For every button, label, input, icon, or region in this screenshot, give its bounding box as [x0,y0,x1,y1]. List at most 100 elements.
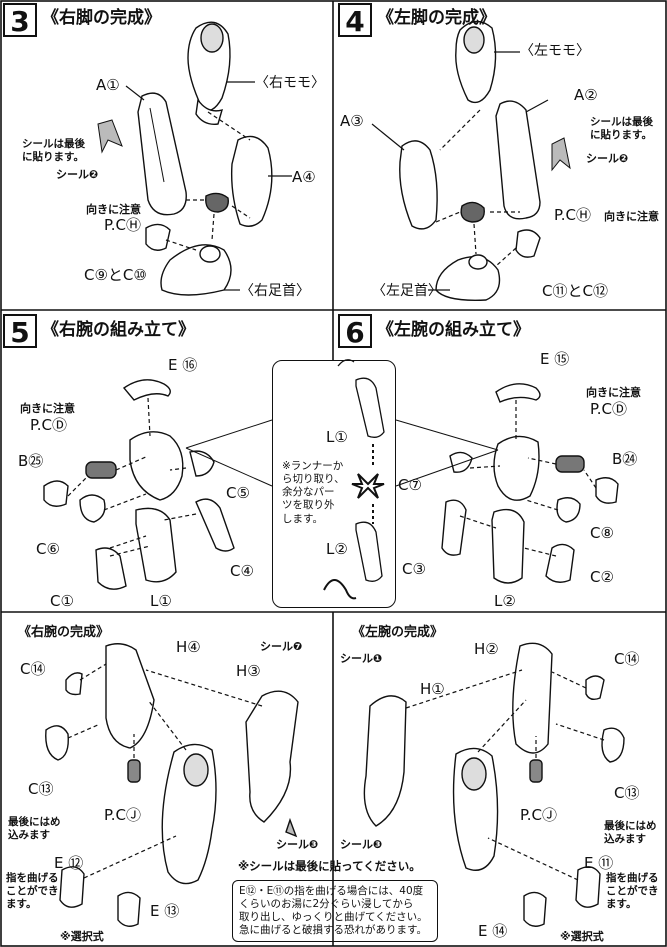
label-left-ankle: 〈左足首〉 [372,283,442,299]
note-bend-fingers-left: 指を曲げる ことができ ます。 [606,872,659,911]
a3-part [399,140,438,230]
right-arm-complete-title: 《右腕の完成》 [18,625,110,640]
label-sticker-3: シール❸ [276,838,319,851]
label-a4: A④ [292,168,316,186]
label-sticker-2: シール❷ [56,168,99,181]
label-pc-d-left: P.CⒹ [590,400,627,418]
right-arm-complete-parts [45,643,299,927]
label-pc-h: P.CⒽ [104,216,141,234]
label-c13: C⑬ [28,780,54,798]
label-b25: B㉕ [18,452,44,470]
a1-part [137,92,187,216]
pc-h-part [205,192,229,213]
label-sticker-3-left: シール❸ [340,838,383,851]
note-optional: ※選択式 [60,930,104,943]
label-e16: E ⑯ [168,356,198,374]
left-leg-parts [399,20,541,301]
runner-label-l2: L② [326,540,348,558]
b25-part [43,480,69,507]
runner-cut-note: ※ランナーか ら切り取り、 余分なパー ツを取り外 します。 [282,460,345,525]
arm-upper-shell [129,431,184,501]
b24-part [595,477,619,504]
label-c13-left: C⑬ [614,784,640,802]
e16-part [122,379,171,401]
label-pc-j: P.CⒿ [104,806,141,824]
left-arm-upper-shell [493,435,540,501]
step-4-number: 4 [338,3,372,38]
label-h4: H④ [176,638,201,656]
note-direction-right-arm: 向きに注意 [20,402,75,415]
left-arm-parts [441,383,619,584]
c6-part [79,494,106,523]
label-h2: H② [474,640,499,658]
label-l1: L① [150,592,172,610]
label-c14: C⑭ [20,660,46,678]
runner-instruction-box [272,360,396,608]
note-optional-left: ※選択式 [560,930,604,943]
caution-box: E⑫・E⑪の指を曲げる場合には、40度 くらいのお湯に2分ぐらい浸してから 取り… [232,880,438,942]
left-foot-part [435,256,501,301]
c11-part [515,229,541,258]
step-6-title: 《左腕の組み立て》 [377,320,530,340]
step-6-number: 6 [338,314,372,349]
h4-part [105,643,155,749]
runner-l1-part [355,377,385,438]
a4-part [230,135,273,227]
c13-part [45,725,69,761]
step-3-title: 《右脚の完成》 [42,8,161,28]
e14-hand-part [523,891,547,927]
pc-h-left-part [460,201,485,223]
step-5-number: 5 [3,314,37,349]
label-h3: H③ [236,662,261,680]
c13-left-part [601,727,625,763]
label-a1: A① [96,76,120,94]
label-c4: C④ [230,562,254,580]
caution-headline: ※シールは最後に貼ってください。 [238,859,421,873]
label-pc-j-left: P.CⒿ [520,806,557,824]
label-sticker-1: シール❶ [340,652,383,665]
sticker-graphic-left-leg [551,137,571,172]
h3-part [245,690,299,823]
label-e12: E ⑫ [54,854,84,872]
note-sticker-last-left: シールは最後 に貼ります。 [590,116,653,142]
sticker-graphic-right-leg [97,119,123,154]
label-e13: E ⑬ [150,902,180,920]
e15-part [495,383,541,403]
label-c1: C① [50,592,74,610]
runner-gate-icon [351,473,385,499]
label-right-ankle: 〈右足首〉 [240,283,310,299]
c14-part [65,672,83,696]
label-c8: C⑧ [590,524,614,542]
e11-hand-part [575,866,601,908]
runner-parts [323,359,385,600]
label-b24: B㉔ [612,450,638,468]
left-arm-complete-parts [363,642,625,927]
h1-part [363,695,407,827]
label-right-thigh: 〈右モモ〉 [255,75,325,91]
label-pc-d: P.CⒹ [30,416,67,434]
label-c14-left: C⑭ [614,650,640,668]
note-bend-fingers: 指を曲げる ことができ ます。 [6,872,59,911]
label-l2: L② [494,592,516,610]
label-c5: C⑤ [226,484,250,502]
c14-left-part [585,675,605,701]
c8-part [556,497,581,523]
pc-d-left-part [555,455,585,473]
note-direction-left: 向きに注意 [604,210,659,223]
h2-part [512,642,553,754]
label-left-thigh: 〈左モモ〉 [520,43,590,59]
label-a2: A② [574,86,598,104]
c4-part [195,498,235,552]
step-4-title: 《左脚の完成》 [377,8,496,28]
e13-hand-part [117,891,141,927]
c2-part [545,543,575,583]
runner-l2-part [355,521,383,582]
label-c7: C⑦ [398,476,422,494]
note-last-fit: 最後にはめ 込みます [8,816,61,842]
label-sticker-7: シール❼ [260,640,303,653]
label-e15: E ⑮ [540,350,570,368]
note-last-fit-left: 最後にはめ 込みます [604,820,657,846]
label-h1: H① [420,680,445,698]
pc-d-part [85,461,117,479]
step-5-title: 《右腕の組み立て》 [42,320,195,340]
